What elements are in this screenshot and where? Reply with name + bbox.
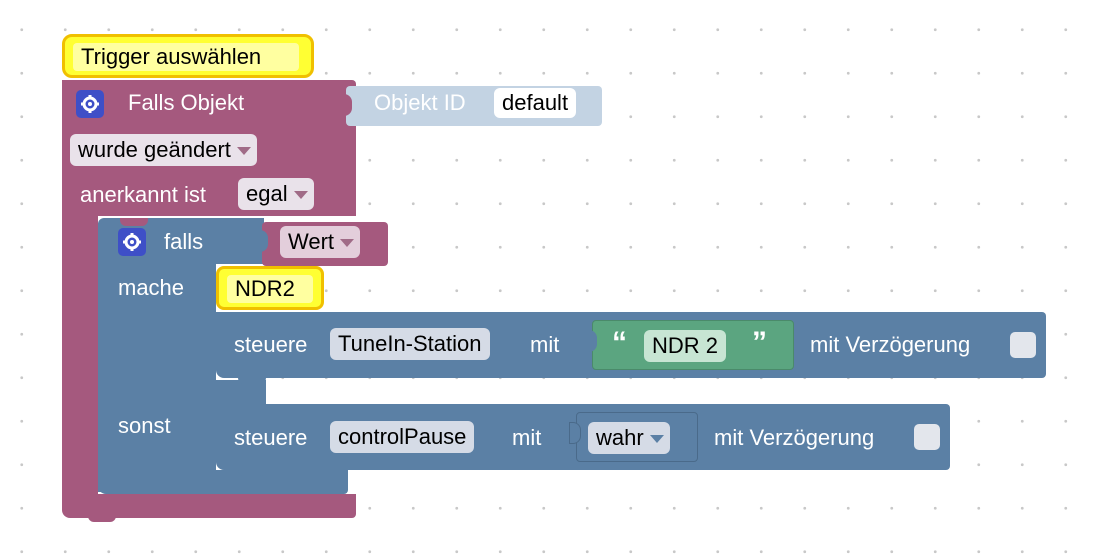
- falls-objekt-label: Falls Objekt: [128, 92, 244, 114]
- close-quote-icon: ”: [752, 328, 767, 358]
- checkbox-icon[interactable]: [1010, 332, 1036, 358]
- steuere-label-1: steuere: [234, 334, 307, 356]
- trigger-comment-text: Trigger auswählen: [81, 46, 261, 68]
- text-value-field[interactable]: NDR 2: [644, 330, 726, 362]
- anerkannt-dropdown[interactable]: egal: [238, 178, 314, 210]
- dropdown-arrow-icon: [237, 147, 251, 155]
- falls-label: falls: [164, 231, 203, 253]
- target-dropdown-1[interactable]: TuneIn-Station: [330, 328, 490, 360]
- boolean-dropdown[interactable]: wahr: [588, 422, 670, 454]
- steuere-label-2: steuere: [234, 427, 307, 449]
- mit-label-2: mit: [512, 427, 541, 449]
- dropdown-arrow-icon: [340, 239, 354, 247]
- dropdown-arrow-icon: [650, 435, 664, 443]
- mit-label-1: mit: [530, 334, 559, 356]
- condition-dropdown[interactable]: Wert: [280, 226, 360, 258]
- gear-icon[interactable]: [118, 228, 146, 256]
- mache-label: mache: [118, 277, 184, 299]
- change-mode-dropdown[interactable]: wurde geändert: [70, 134, 257, 166]
- objekt-id-label: Objekt ID: [374, 92, 466, 114]
- sonst-label: sonst: [118, 415, 171, 437]
- delay-label-1: mit Verzögerung: [810, 334, 970, 356]
- change-mode-value: wurde geändert: [78, 137, 231, 162]
- anerkannt-label: anerkannt ist: [80, 184, 206, 206]
- target-dropdown-2[interactable]: controlPause: [330, 421, 474, 453]
- trigger-comment[interactable]: Trigger auswählen: [62, 34, 314, 78]
- gear-icon[interactable]: [76, 90, 104, 118]
- anerkannt-value: egal: [246, 181, 288, 206]
- dropdown-arrow-icon: [294, 191, 308, 199]
- delay-label-2: mit Verzögerung: [714, 427, 874, 449]
- ndr2-comment-text: NDR2: [235, 278, 295, 300]
- open-quote-icon: “: [612, 328, 627, 358]
- ndr2-comment[interactable]: NDR2: [216, 266, 324, 310]
- boolean-value: wahr: [596, 425, 644, 450]
- checkbox-icon[interactable]: [914, 424, 940, 450]
- condition-value: Wert: [288, 229, 334, 254]
- objekt-id-field[interactable]: default: [494, 88, 576, 118]
